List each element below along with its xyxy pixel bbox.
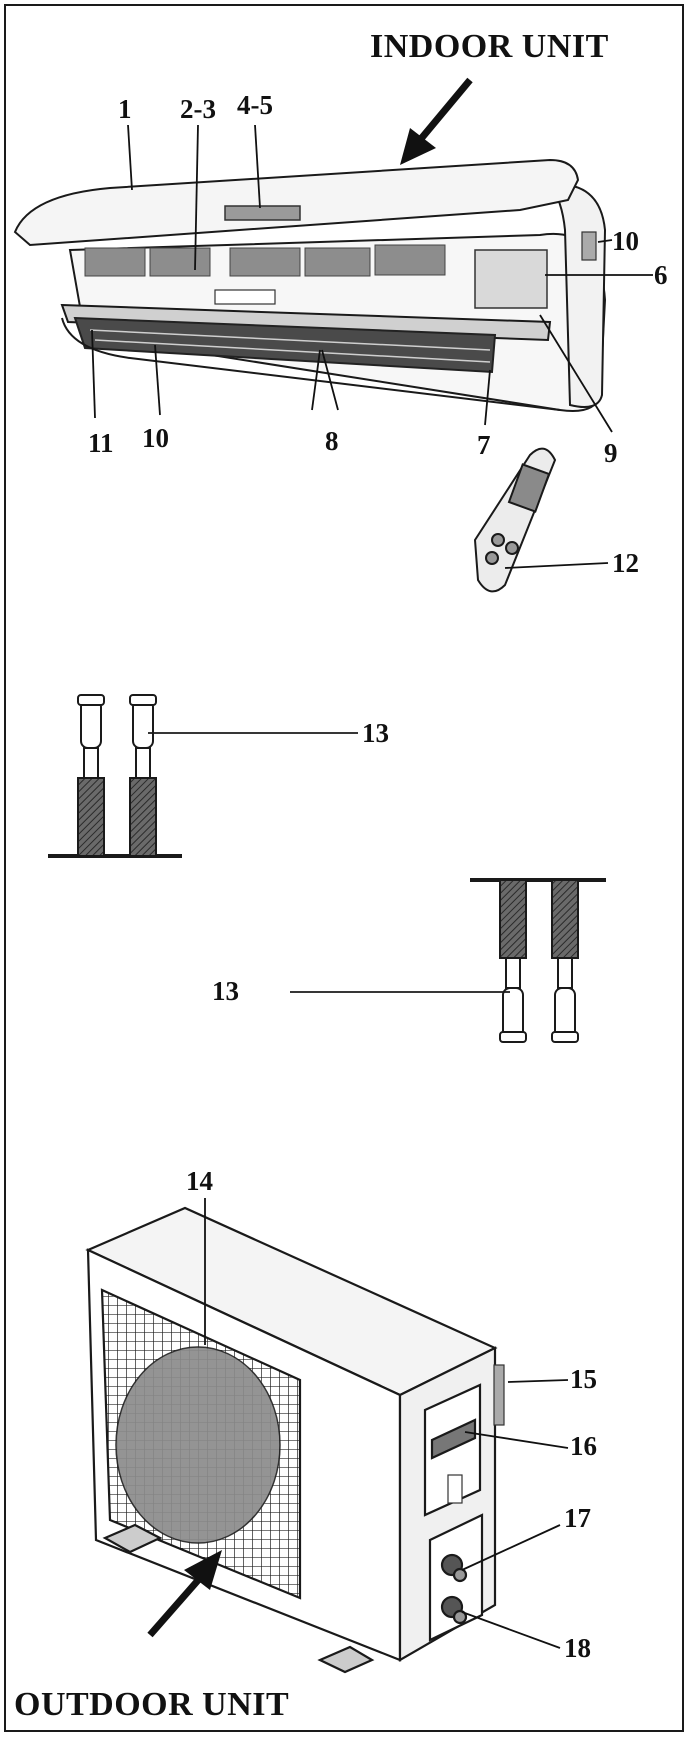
callout-10-left: 10 — [142, 423, 169, 453]
callout-1: 1 — [118, 94, 132, 124]
indoor-unit-illustration — [13, 158, 607, 412]
outdoor-arrow — [147, 1550, 222, 1638]
callout-14: 14 — [186, 1166, 213, 1196]
callout-11: 11 — [88, 428, 114, 458]
indoor-arrow — [400, 77, 473, 165]
callout-15: 15 — [570, 1364, 597, 1394]
callout-4-5: 4-5 — [237, 90, 273, 120]
outdoor-unit-title: OUTDOOR UNIT — [14, 1686, 290, 1723]
callout-6: 6 — [654, 260, 668, 290]
outdoor-unit-illustration — [85, 1206, 505, 1674]
callout-8: 8 — [325, 426, 339, 456]
callout-13-bottom: 13 — [212, 976, 239, 1006]
callout-2-3: 2-3 — [180, 94, 216, 124]
callout-10-right: 10 — [612, 226, 639, 256]
pipe-connectors-bottom — [290, 878, 606, 1043]
callout-18: 18 — [564, 1633, 591, 1663]
callout-16: 16 — [570, 1431, 597, 1461]
callout-7: 7 — [477, 430, 491, 460]
callout-9: 9 — [604, 438, 618, 468]
pipe-connectors-top — [48, 694, 358, 858]
callout-17: 17 — [564, 1503, 591, 1533]
callout-13-top: 13 — [362, 718, 389, 748]
remote-control-illustration — [473, 447, 609, 593]
indoor-callout-lines — [91, 124, 653, 433]
indoor-unit-title: INDOOR UNIT — [370, 28, 609, 65]
callout-12: 12 — [612, 548, 639, 578]
outdoor-callout-lines — [204, 1198, 569, 1649]
